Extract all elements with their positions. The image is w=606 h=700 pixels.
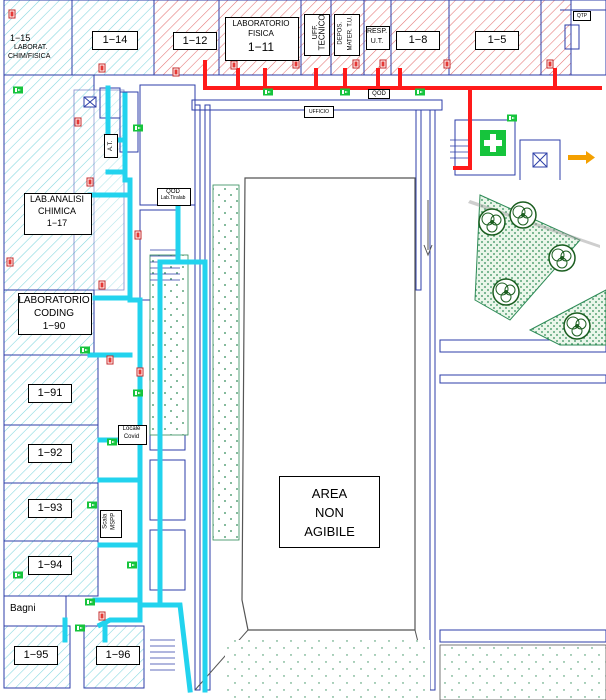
room-1-90-box: [18, 293, 92, 335]
resp-line1: RESP.: [366, 28, 388, 35]
room-1-11-code: 1−11: [247, 40, 275, 54]
scala-line2: MSPP: [110, 512, 117, 530]
room-1-92: 1−92: [28, 444, 72, 463]
room-1-17-code: 1−17: [46, 218, 68, 228]
room-1-96: 1−96: [96, 646, 140, 665]
room-1-90-line1: LABORATORIO: [18, 295, 90, 306]
uff-tecnico-box: [304, 14, 330, 56]
locale-covid-line2: Covid: [123, 434, 140, 440]
area-non-agibile-line1: AREA: [311, 485, 348, 501]
depos-box: [334, 14, 360, 56]
left-rooms: [3, 74, 145, 689]
panel-icons: [83, 96, 548, 168]
qod-lab-line1: QOD: [166, 189, 180, 195]
room-1-93: 1−93: [28, 499, 72, 518]
exit-direction-arrow-icon: [423, 151, 595, 257]
room-1-17-line1: LAB.ANALISI: [29, 194, 85, 204]
first-aid-cross-icon: [480, 130, 506, 156]
room-1-90-code: 1−90: [42, 321, 66, 332]
room-1-91: 1−91: [28, 384, 72, 403]
room-1-5: 1−5: [475, 31, 519, 50]
room-1-90-line2: CODING: [34, 308, 74, 319]
locale-covid-box: [118, 425, 147, 445]
qod-lab-box: [157, 188, 191, 206]
room-1-11-box: [225, 17, 299, 61]
room-1-14: 1−14: [92, 31, 138, 50]
garden-areas: [149, 180, 606, 700]
escape-route-red: [203, 60, 602, 170]
room-1-94: 1−94: [28, 556, 72, 575]
depos-line2: MATER. T.U.: [347, 16, 354, 51]
qtp-label: QTP: [573, 11, 591, 21]
qod-lab-line2: Lab.Tiralab: [160, 195, 186, 201]
room-1-15-line1: LABORAT.: [14, 44, 48, 51]
depos-line1: DEPOS.: [337, 21, 344, 45]
room-1-95: 1−95: [14, 646, 58, 665]
room-1-8: 1−8: [396, 31, 440, 50]
room-1-12: 1−12: [173, 32, 217, 50]
scala-box: [100, 510, 122, 538]
room-1-11-line1: LABORATORIO: [232, 19, 290, 28]
room-1-15-code: 1−15: [10, 33, 31, 43]
resp-line2: U.T.: [370, 38, 384, 45]
scala-line1: Scala: [102, 513, 109, 529]
bagni-label: Bagni: [10, 603, 36, 614]
room-1-17-line2: CHIMICA: [38, 206, 76, 216]
area-non-agibile-line2: NON: [315, 504, 344, 520]
room-1-11-line2: FISICA: [248, 29, 274, 38]
uff-tecnico-line2: TECNICO: [317, 14, 327, 51]
room-1-15-line2: CHIM/FISICA: [8, 53, 51, 60]
area-non-agibile-line3: AGIBILE: [304, 523, 355, 539]
qod-top-label: QOD: [368, 89, 390, 99]
room-1-17-box: [24, 193, 92, 235]
resp-box: [366, 26, 390, 50]
at-label: A.T.: [104, 134, 118, 158]
area-non-agibile: AREA NON AGIBILE: [279, 476, 380, 548]
ufficio-label: UFFICIO: [304, 106, 334, 118]
locale-covid-line1: Locale: [122, 426, 141, 432]
